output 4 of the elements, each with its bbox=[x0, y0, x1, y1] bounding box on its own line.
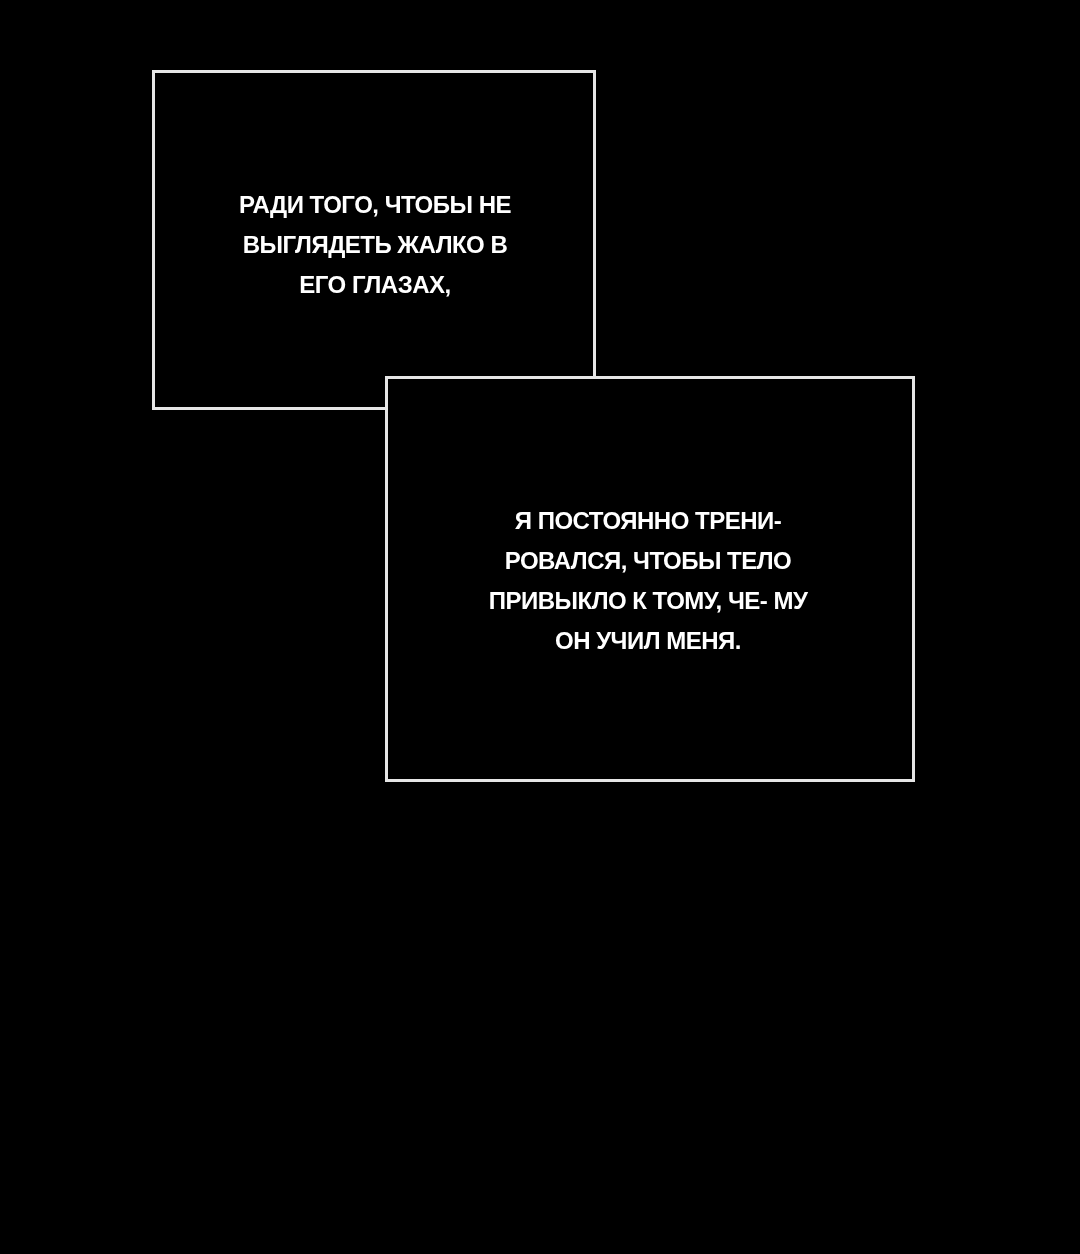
caption-box bbox=[152, 70, 596, 410]
caption-text: РАДИ ТОГО, ЧТОБЫ НЕ ВЫГЛЯДЕТЬ ЖАЛКО В ЕГО ГЛАЗАХ, bbox=[238, 190, 512, 300]
caption-text: Я ПОСТОЯННО ТРЕНИ- РОВАЛСЯ, ЧТОБЫ ТЕЛО ПРИВЫКЛО К ТОМУ, ЧЕ- МУ ОН УЧИЛ МЕНЯ. bbox=[487, 506, 809, 656]
caption-box bbox=[385, 376, 915, 782]
